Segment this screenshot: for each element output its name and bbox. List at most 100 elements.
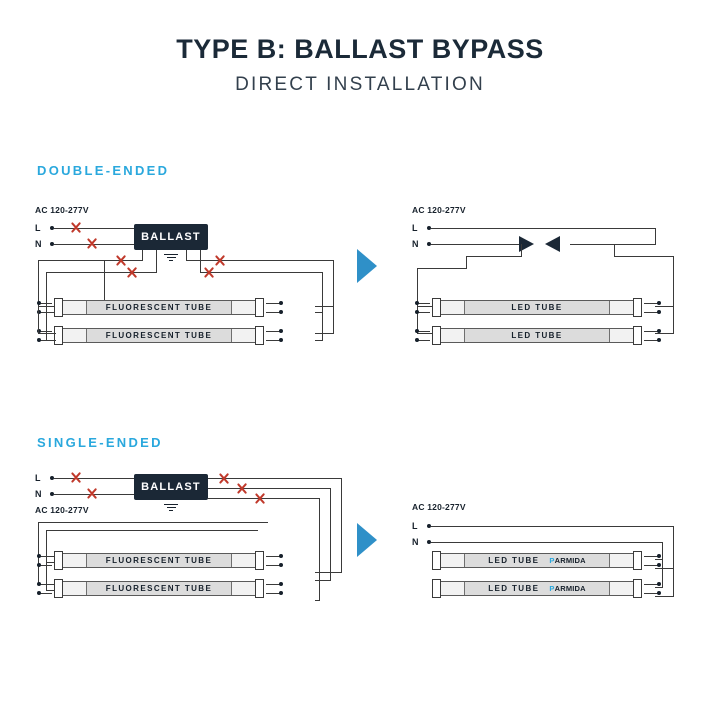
cut-mark bbox=[86, 237, 99, 250]
tube-label: FLUORESCENT TUBE bbox=[105, 331, 213, 340]
tube-pin bbox=[266, 565, 280, 566]
supply-label-single-after: AC 120-277V bbox=[412, 502, 466, 512]
cut-mark bbox=[70, 471, 83, 484]
wire-out-r2-v bbox=[200, 250, 201, 272]
cut-mark bbox=[236, 482, 249, 495]
wire-s-out3-pin bbox=[315, 600, 320, 601]
tube-endcap-right bbox=[633, 326, 642, 345]
tube-pin bbox=[38, 584, 52, 585]
supply-label-double-before: AC 120-277V bbox=[35, 205, 89, 215]
terminal-node-L bbox=[427, 226, 431, 230]
tube-pin bbox=[644, 331, 658, 332]
pin-node bbox=[415, 310, 419, 314]
pin-node bbox=[37, 338, 41, 342]
tube-endcap-right bbox=[633, 579, 642, 598]
terminal-node-L bbox=[427, 524, 431, 528]
tube-pin bbox=[416, 312, 430, 313]
wire-s-out2-v bbox=[330, 488, 331, 580]
wire-out-l2-v bbox=[156, 250, 157, 272]
tube-fluorescent-double-1: FLUORESCENT TUBE bbox=[46, 298, 272, 317]
wire-L-pin bbox=[655, 568, 674, 569]
wire-conn-l-h2 bbox=[417, 268, 467, 269]
wire-s-left-link bbox=[38, 556, 39, 584]
wire-tube-link-left2 bbox=[46, 312, 47, 340]
pin-node bbox=[37, 301, 41, 305]
tube-pin bbox=[644, 584, 658, 585]
wire-s-left2-link bbox=[46, 562, 47, 590]
tube-band: LED TUBE bbox=[464, 301, 610, 314]
wire-L-supply bbox=[54, 228, 134, 229]
terminal-node-L bbox=[50, 476, 54, 480]
tube-endcap-left bbox=[432, 326, 441, 345]
cut-mark bbox=[86, 487, 99, 500]
terminal-L-single-before: L bbox=[35, 473, 41, 483]
tube-pin bbox=[38, 565, 52, 566]
wire-out-r2-drop bbox=[322, 272, 323, 312]
wire-s-left-v bbox=[38, 522, 39, 556]
wire-N-run bbox=[431, 244, 521, 245]
ground-symbol-double bbox=[164, 252, 178, 261]
wire-tube-link-left bbox=[38, 306, 39, 333]
wire-conn-l-side bbox=[417, 268, 418, 306]
wire-conn-r-side bbox=[673, 256, 674, 306]
pin-node bbox=[657, 582, 661, 586]
tube-pin bbox=[416, 331, 430, 332]
ground-symbol-single bbox=[164, 502, 178, 511]
section-heading-double-ended: DOUBLE-ENDED bbox=[37, 163, 170, 178]
tube-fluorescent-single-2: FLUORESCENT TUBE bbox=[46, 579, 272, 598]
wire-L-run-2 bbox=[431, 526, 673, 527]
pin-node bbox=[37, 582, 41, 586]
wire-s-left2-h bbox=[46, 530, 258, 531]
wire-conn-l-pin bbox=[417, 306, 435, 307]
wire-N-pin bbox=[655, 559, 663, 560]
wire-conn-l-link bbox=[417, 306, 418, 333]
pin-node bbox=[279, 310, 283, 314]
tube-endcap-right bbox=[255, 579, 264, 598]
wire-conn-r-pin2 bbox=[655, 333, 674, 334]
wire-tube2-pin-left2 bbox=[46, 340, 56, 341]
tube-pin bbox=[644, 565, 658, 566]
pin-node bbox=[657, 301, 661, 305]
pin-node bbox=[657, 591, 661, 595]
pin-node bbox=[279, 582, 283, 586]
wire-L-run bbox=[431, 228, 655, 229]
page-subtitle: DIRECT INSTALLATION bbox=[235, 74, 485, 95]
pin-node bbox=[37, 554, 41, 558]
tube-endcap-right bbox=[255, 551, 264, 570]
cut-mark bbox=[70, 221, 83, 234]
pin-node bbox=[279, 563, 283, 567]
wire-L-drop-2 bbox=[673, 526, 674, 568]
tube-label: FLUORESCENT TUBE bbox=[105, 584, 213, 593]
pin-node bbox=[657, 310, 661, 314]
wire-s-left2-pin bbox=[46, 562, 56, 563]
wire-out-r1-drop bbox=[333, 260, 334, 306]
wire-s-out3-v bbox=[319, 498, 320, 600]
wire-L-link bbox=[673, 568, 674, 596]
brand-prefix: P bbox=[549, 584, 555, 593]
terminal-node-N bbox=[427, 242, 431, 246]
pin-node bbox=[415, 329, 419, 333]
tube-band: FLUORESCENT TUBE bbox=[86, 329, 232, 342]
wire-out-l1-v bbox=[142, 250, 143, 260]
wire-connector-right bbox=[519, 236, 534, 252]
wire-conn-l-drop2 bbox=[466, 256, 467, 268]
tube-band: LED TUBE bbox=[464, 329, 610, 342]
wire-out-l2-drop bbox=[46, 272, 47, 312]
pin-node bbox=[279, 329, 283, 333]
terminal-node-N bbox=[50, 242, 54, 246]
pin-node bbox=[657, 329, 661, 333]
tube-pin bbox=[38, 556, 52, 557]
supply-label-single-before: AC 120-277V bbox=[35, 505, 89, 515]
tube-pin bbox=[644, 556, 658, 557]
terminal-node-L bbox=[50, 226, 54, 230]
wire-s-out1-pin bbox=[315, 572, 342, 573]
supply-label-double-after: AC 120-277V bbox=[412, 205, 466, 215]
tube-pin bbox=[38, 340, 52, 341]
tube-pin bbox=[266, 556, 280, 557]
tube-label: LED TUBE bbox=[511, 303, 563, 312]
